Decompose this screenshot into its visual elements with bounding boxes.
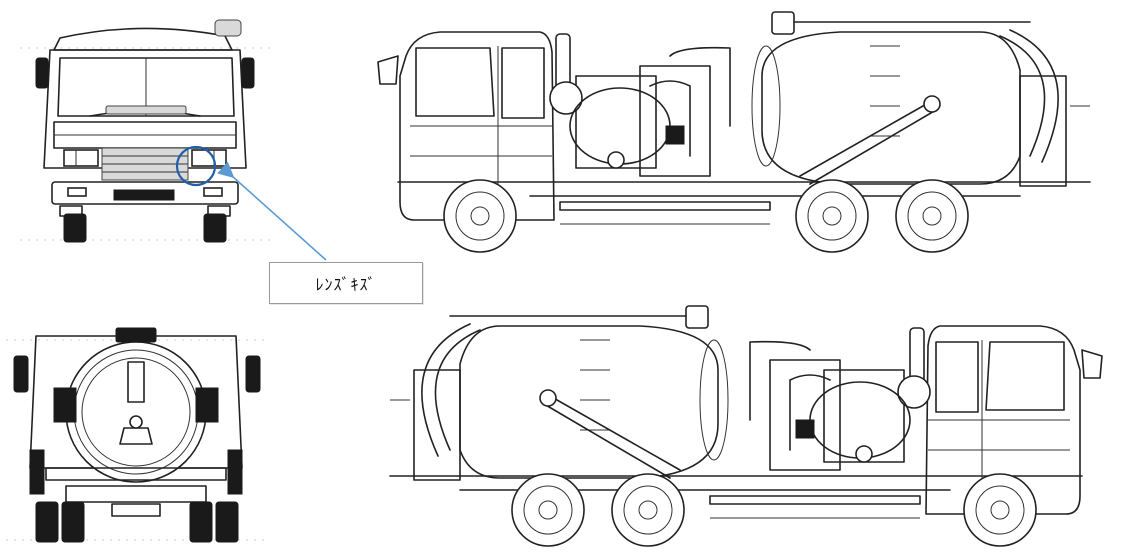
- truck-front-view: [20, 18, 270, 250]
- callout-circle: [175, 145, 217, 187]
- callout-label-box: ﾚﾝｽﾞｷｽﾞ: [269, 262, 423, 304]
- truck-left-side-view: [370, 6, 1110, 258]
- callout-label: ﾚﾝｽﾞｷｽﾞ: [315, 275, 377, 294]
- truck-rear-view: [6, 318, 270, 550]
- truck-right-side-view: [370, 300, 1110, 552]
